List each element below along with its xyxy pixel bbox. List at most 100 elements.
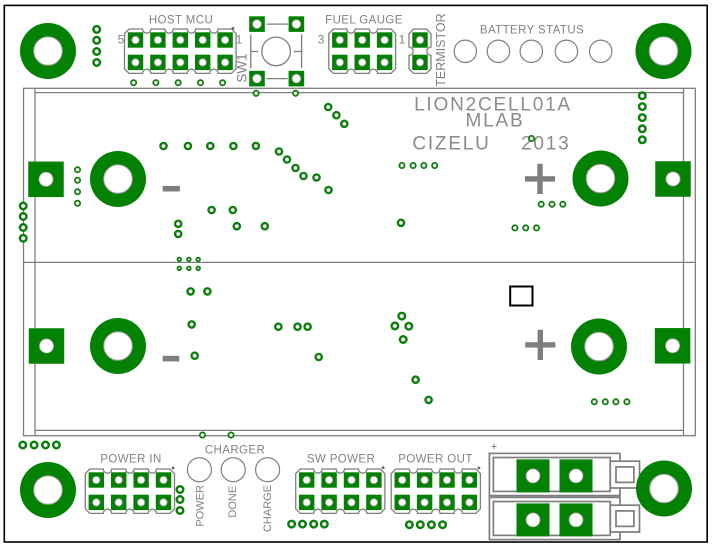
via-hole bbox=[342, 121, 347, 127]
via-hole bbox=[392, 323, 398, 329]
via-hole bbox=[639, 104, 645, 109]
via bbox=[74, 176, 82, 184]
done-led-label: DONE bbox=[227, 486, 239, 518]
via bbox=[291, 163, 300, 173]
via-hole bbox=[311, 521, 317, 527]
pad-cell2-right bbox=[654, 328, 691, 364]
hole-top-right bbox=[635, 23, 692, 79]
pin1-marker-dot bbox=[381, 466, 385, 469]
via bbox=[18, 233, 28, 243]
contact-cell1-neg bbox=[90, 151, 146, 207]
header-outline bbox=[408, 28, 432, 75]
charger-label: CHARGER bbox=[205, 445, 265, 457]
via bbox=[396, 218, 406, 228]
via-hole bbox=[54, 442, 59, 448]
via bbox=[319, 519, 329, 529]
status-led-circle bbox=[453, 39, 478, 64]
via bbox=[175, 485, 185, 494]
plus-vertical-bar bbox=[537, 163, 543, 194]
via bbox=[92, 47, 102, 56]
power-in-header bbox=[84, 466, 176, 515]
pad-cell1-right bbox=[655, 161, 691, 197]
via bbox=[537, 200, 545, 208]
via-hole bbox=[176, 221, 181, 227]
hole-bottom-right bbox=[636, 460, 692, 517]
via bbox=[41, 440, 50, 450]
via bbox=[228, 205, 238, 215]
via bbox=[203, 287, 212, 296]
header-pad-hole bbox=[137, 498, 146, 507]
board-text-product-name: LION2CELL01A bbox=[414, 94, 572, 115]
header-outline bbox=[328, 28, 397, 75]
header-pad-hole bbox=[198, 35, 207, 45]
square-pad-hole bbox=[665, 171, 681, 187]
header-pad-hole bbox=[465, 475, 474, 485]
board-text-author-name: CIZELU bbox=[412, 134, 490, 155]
via-hole bbox=[161, 143, 166, 149]
via bbox=[332, 110, 341, 120]
via bbox=[273, 322, 283, 332]
header-pad-hole bbox=[153, 58, 162, 67]
via bbox=[186, 256, 192, 263]
sw1-label: SW1 bbox=[235, 53, 250, 82]
header-pad-hole bbox=[221, 58, 230, 67]
via-hole bbox=[262, 224, 267, 229]
via bbox=[298, 519, 307, 529]
header-pad-hole bbox=[398, 475, 407, 485]
header-pad-hole bbox=[131, 58, 140, 67]
charger-led-circle bbox=[255, 457, 281, 483]
via bbox=[198, 431, 206, 439]
terminal-plus-label: + bbox=[491, 441, 497, 453]
board-text-vendor-name: MLAB bbox=[466, 111, 525, 132]
via-hole bbox=[305, 324, 310, 329]
hole-top-left bbox=[20, 23, 76, 79]
via-hole bbox=[399, 313, 405, 319]
via-hole bbox=[639, 115, 645, 120]
via bbox=[183, 141, 193, 151]
via bbox=[219, 79, 227, 87]
contact-cell2-pos bbox=[571, 318, 627, 375]
plus-vertical-bar bbox=[537, 329, 543, 360]
header-pad-hole bbox=[358, 35, 367, 45]
header-outline bbox=[84, 468, 176, 515]
via bbox=[159, 141, 168, 151]
header-pad-hole bbox=[369, 475, 378, 485]
header-pad-hole bbox=[92, 475, 101, 485]
via bbox=[397, 311, 407, 321]
header-pad-hole bbox=[176, 58, 185, 67]
via bbox=[74, 188, 82, 196]
via bbox=[187, 320, 196, 329]
via-hole bbox=[512, 225, 517, 230]
via-hole bbox=[231, 143, 236, 149]
via-hole bbox=[639, 93, 645, 98]
via bbox=[130, 79, 138, 87]
via-hole bbox=[234, 224, 240, 229]
via-hole bbox=[94, 37, 99, 43]
via bbox=[637, 91, 647, 101]
header-pad-hole bbox=[221, 35, 230, 45]
via-hole bbox=[398, 220, 404, 226]
via-hole bbox=[314, 175, 319, 180]
via-hole bbox=[413, 377, 418, 382]
sw1-pad-hole bbox=[252, 19, 262, 29]
via-hole bbox=[185, 143, 191, 149]
header-pad-hole bbox=[159, 475, 168, 485]
via-hole bbox=[177, 487, 183, 492]
via-hole bbox=[75, 189, 80, 194]
fuel-gauge-header bbox=[328, 28, 397, 75]
via-hole bbox=[31, 442, 37, 448]
via bbox=[390, 321, 400, 331]
sw1-button-circle bbox=[261, 36, 292, 67]
cell1-plus-symbol bbox=[524, 163, 556, 194]
status-led-circle bbox=[588, 39, 613, 64]
via bbox=[175, 506, 185, 515]
square-pad-hole bbox=[38, 171, 54, 187]
terminal-pad-hole bbox=[525, 468, 541, 484]
via bbox=[404, 520, 414, 530]
via-hole bbox=[417, 522, 423, 528]
terminal-body-outer bbox=[488, 452, 621, 497]
header-pad-hole bbox=[153, 35, 162, 45]
battery-status-leds bbox=[453, 39, 613, 64]
via bbox=[409, 161, 417, 169]
via-hole bbox=[254, 91, 259, 96]
